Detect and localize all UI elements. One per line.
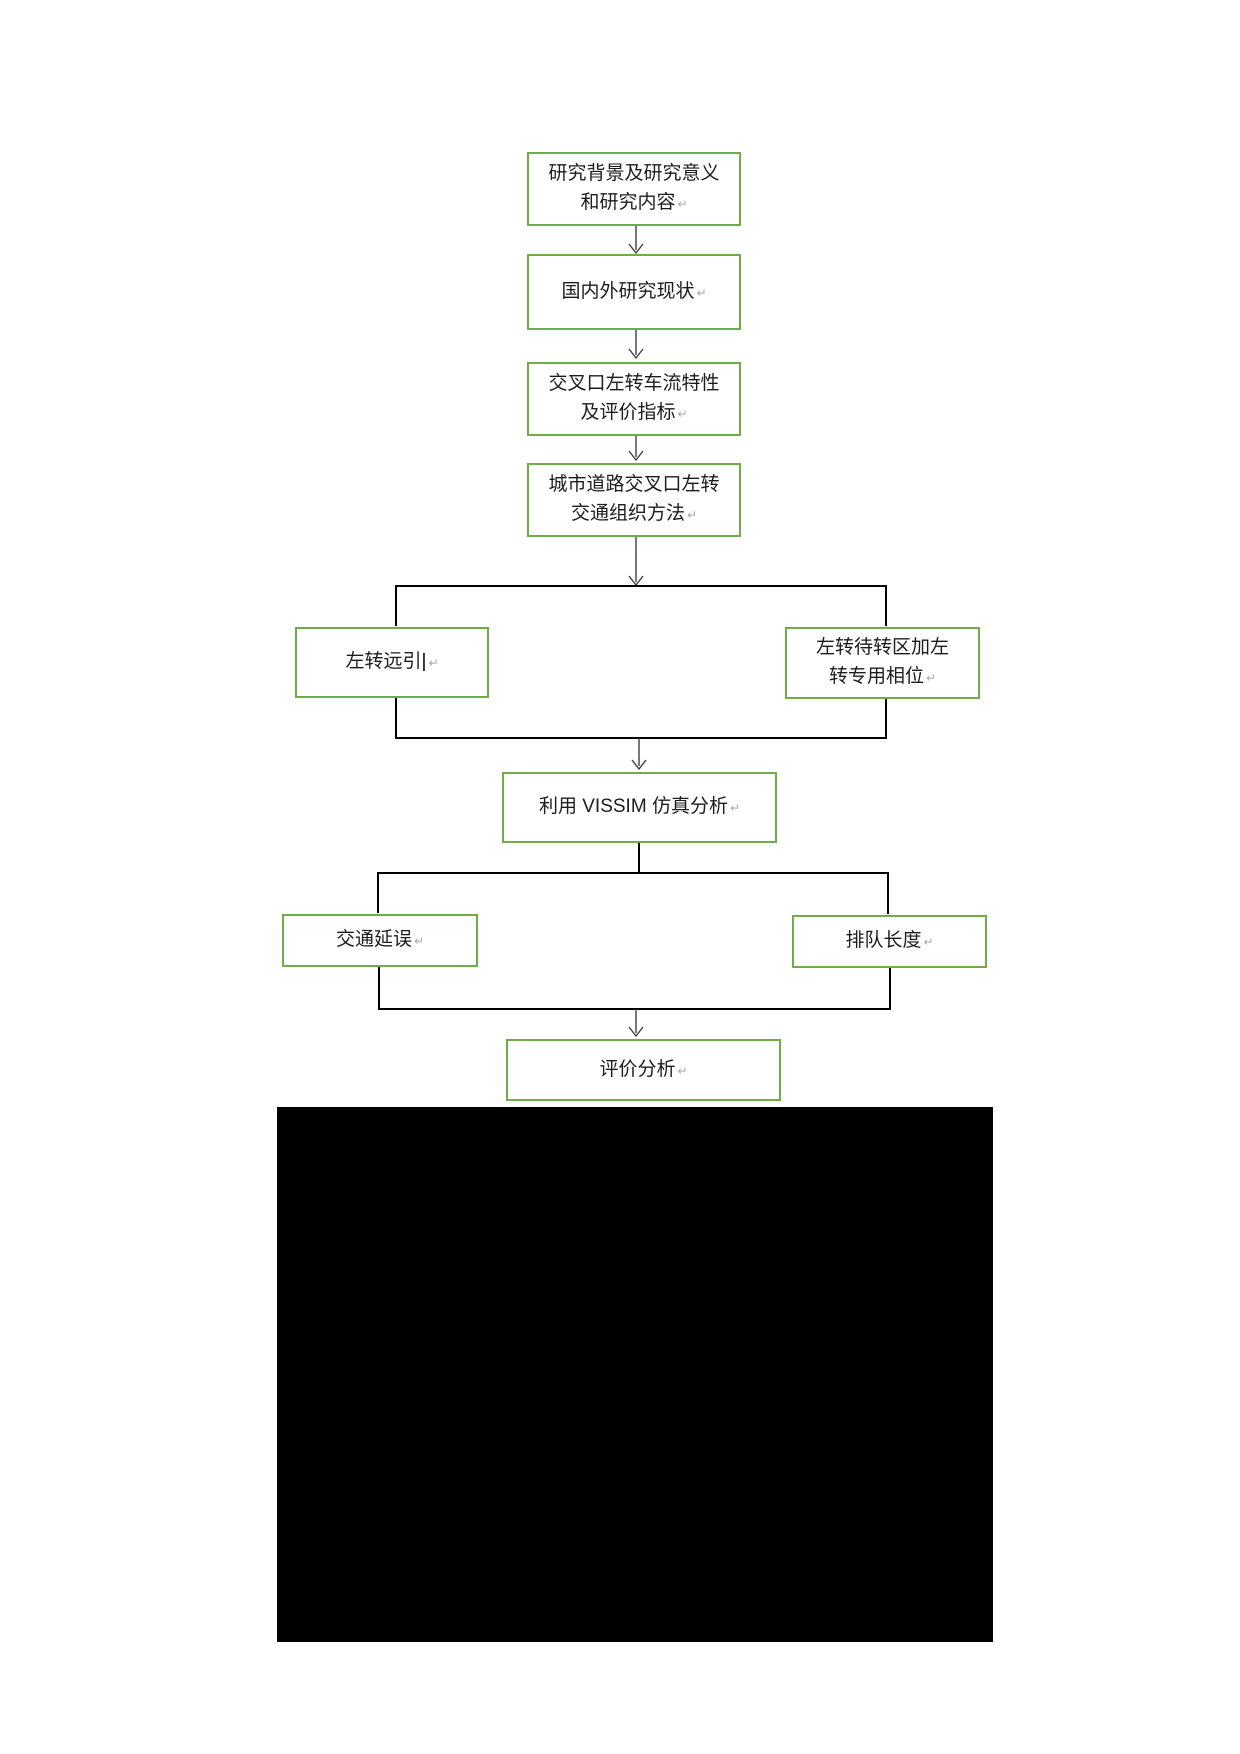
- arrowhead-characteristics-to-methods: [628, 450, 644, 462]
- label-line: 城市道路交叉口左转: [548, 474, 720, 495]
- label-line: 评价分析: [599, 1058, 676, 1080]
- arrowhead-collector-to-evaluation: [628, 1026, 644, 1038]
- collector-line-options: [395, 698, 887, 739]
- text-caret: |: [421, 651, 427, 672]
- node-queue-length: 排队长度↵: [792, 915, 987, 968]
- label-line: 左转远引: [345, 651, 422, 672]
- node-traffic-delay-label: 交通延误↵: [284, 925, 476, 956]
- return-mark-icon: ↵: [677, 197, 688, 211]
- black-image-block: [277, 1107, 993, 1642]
- return-mark-icon: ↵: [925, 671, 937, 685]
- return-mark-icon: ↵: [677, 1063, 688, 1078]
- node-organization-methods: 城市道路交叉口左转 交通组织方法↵: [527, 463, 741, 537]
- label-line: 和研究内容: [580, 192, 676, 213]
- node-waiting-zone-phase-label: 左转待转区加左 转专用相位↵: [787, 633, 978, 693]
- node-left-turn-guidance: 左转远引|↵: [295, 627, 489, 698]
- label-line: 转专用相位: [828, 666, 924, 687]
- node-flow-characteristics: 交叉口左转车流特性 及评价指标↵: [527, 362, 741, 436]
- return-mark-icon: ↵: [686, 508, 698, 522]
- label-line: 及评价指标: [580, 402, 676, 423]
- node-research-background: 研究背景及研究意义 和研究内容↵: [527, 152, 741, 226]
- return-mark-icon: ↵: [696, 285, 707, 300]
- arrowhead-status-to-characteristics: [628, 348, 644, 360]
- return-mark-icon: ↵: [729, 801, 741, 815]
- node-research-status-label: 国内外研究现状↵: [529, 277, 739, 308]
- arrowhead-collector-to-vissim: [631, 759, 647, 771]
- collector-line-metrics: [378, 967, 891, 1010]
- node-queue-length-label: 排队长度↵: [794, 926, 985, 957]
- node-vissim-simulation: 利用 VISSIM 仿真分析↵: [502, 772, 777, 843]
- node-vissim-simulation-label: 利用 VISSIM 仿真分析↵: [504, 792, 775, 823]
- return-mark-icon: ↵: [923, 935, 934, 949]
- label-line: 左转待转区加左: [815, 637, 949, 658]
- label-line: 排队长度: [845, 930, 922, 951]
- node-left-turn-guidance-label: 左转远引|↵: [297, 647, 487, 678]
- node-organization-methods-label: 城市道路交叉口左转 交通组织方法↵: [529, 470, 739, 530]
- label-line: 交叉口左转车流特性: [548, 373, 720, 394]
- node-waiting-zone-phase: 左转待转区加左 转专用相位↵: [785, 627, 980, 699]
- node-flow-characteristics-label: 交叉口左转车流特性 及评价指标↵: [529, 369, 739, 429]
- return-mark-icon: ↵: [413, 934, 425, 948]
- branch-line-metrics: [377, 872, 889, 914]
- node-evaluation-analysis-label: 评价分析↵: [508, 1055, 779, 1086]
- return-mark-icon: ↵: [428, 656, 439, 670]
- label-line: 利用 VISSIM 仿真分析: [538, 796, 728, 817]
- label-line: 交通延误: [335, 929, 412, 950]
- node-research-background-label: 研究背景及研究意义 和研究内容↵: [529, 159, 739, 219]
- branch-line-options: [395, 585, 887, 626]
- arrowhead-background-to-status: [628, 243, 644, 255]
- node-traffic-delay: 交通延误↵: [282, 914, 478, 967]
- label-line: 国内外研究现状: [561, 280, 695, 302]
- node-research-status: 国内外研究现状↵: [527, 254, 741, 330]
- label-line: 研究背景及研究意义: [548, 163, 720, 184]
- return-mark-icon: ↵: [677, 407, 688, 421]
- label-line: 交通组织方法: [570, 503, 685, 524]
- arrowhead-methods-to-branch: [628, 575, 644, 587]
- node-evaluation-analysis: 评价分析↵: [506, 1039, 781, 1101]
